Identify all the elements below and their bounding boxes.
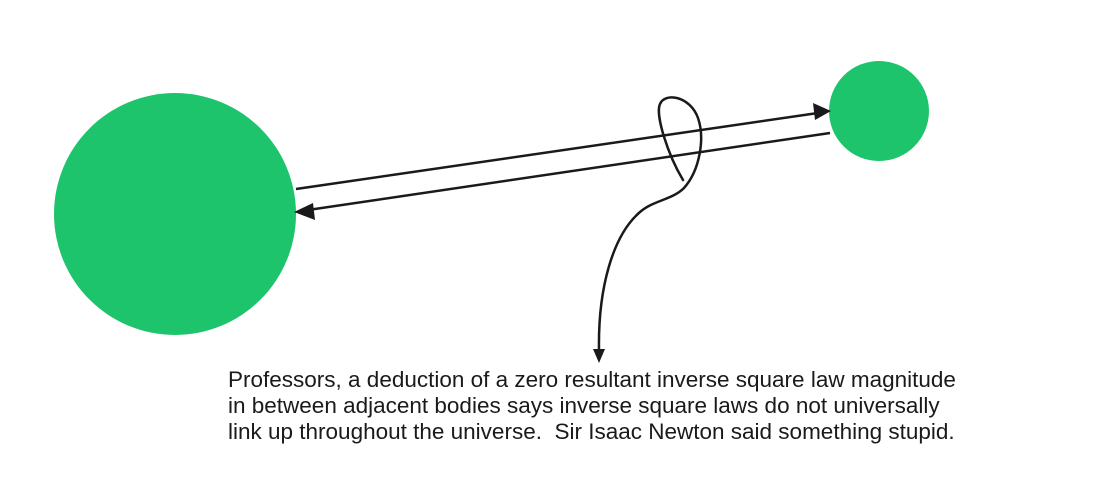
small-body [829,61,929,161]
arrow-to-large-body [307,131,831,212]
pointer-arrowhead [593,349,605,363]
caption-line: in between adjacent bodies says inverse … [228,393,940,418]
pointer-loop-curve [597,96,703,352]
arrowhead-large-body [294,203,315,220]
arrow-to-small-body [295,111,819,191]
arrowhead-small-body [813,103,831,120]
caption-line: link up throughout the universe. Sir Isa… [228,419,955,444]
caption-line: Professors, a deduction of a zero result… [228,367,956,392]
caption-text: Professors, a deduction of a zero result… [228,367,1088,445]
large-body [54,93,296,335]
